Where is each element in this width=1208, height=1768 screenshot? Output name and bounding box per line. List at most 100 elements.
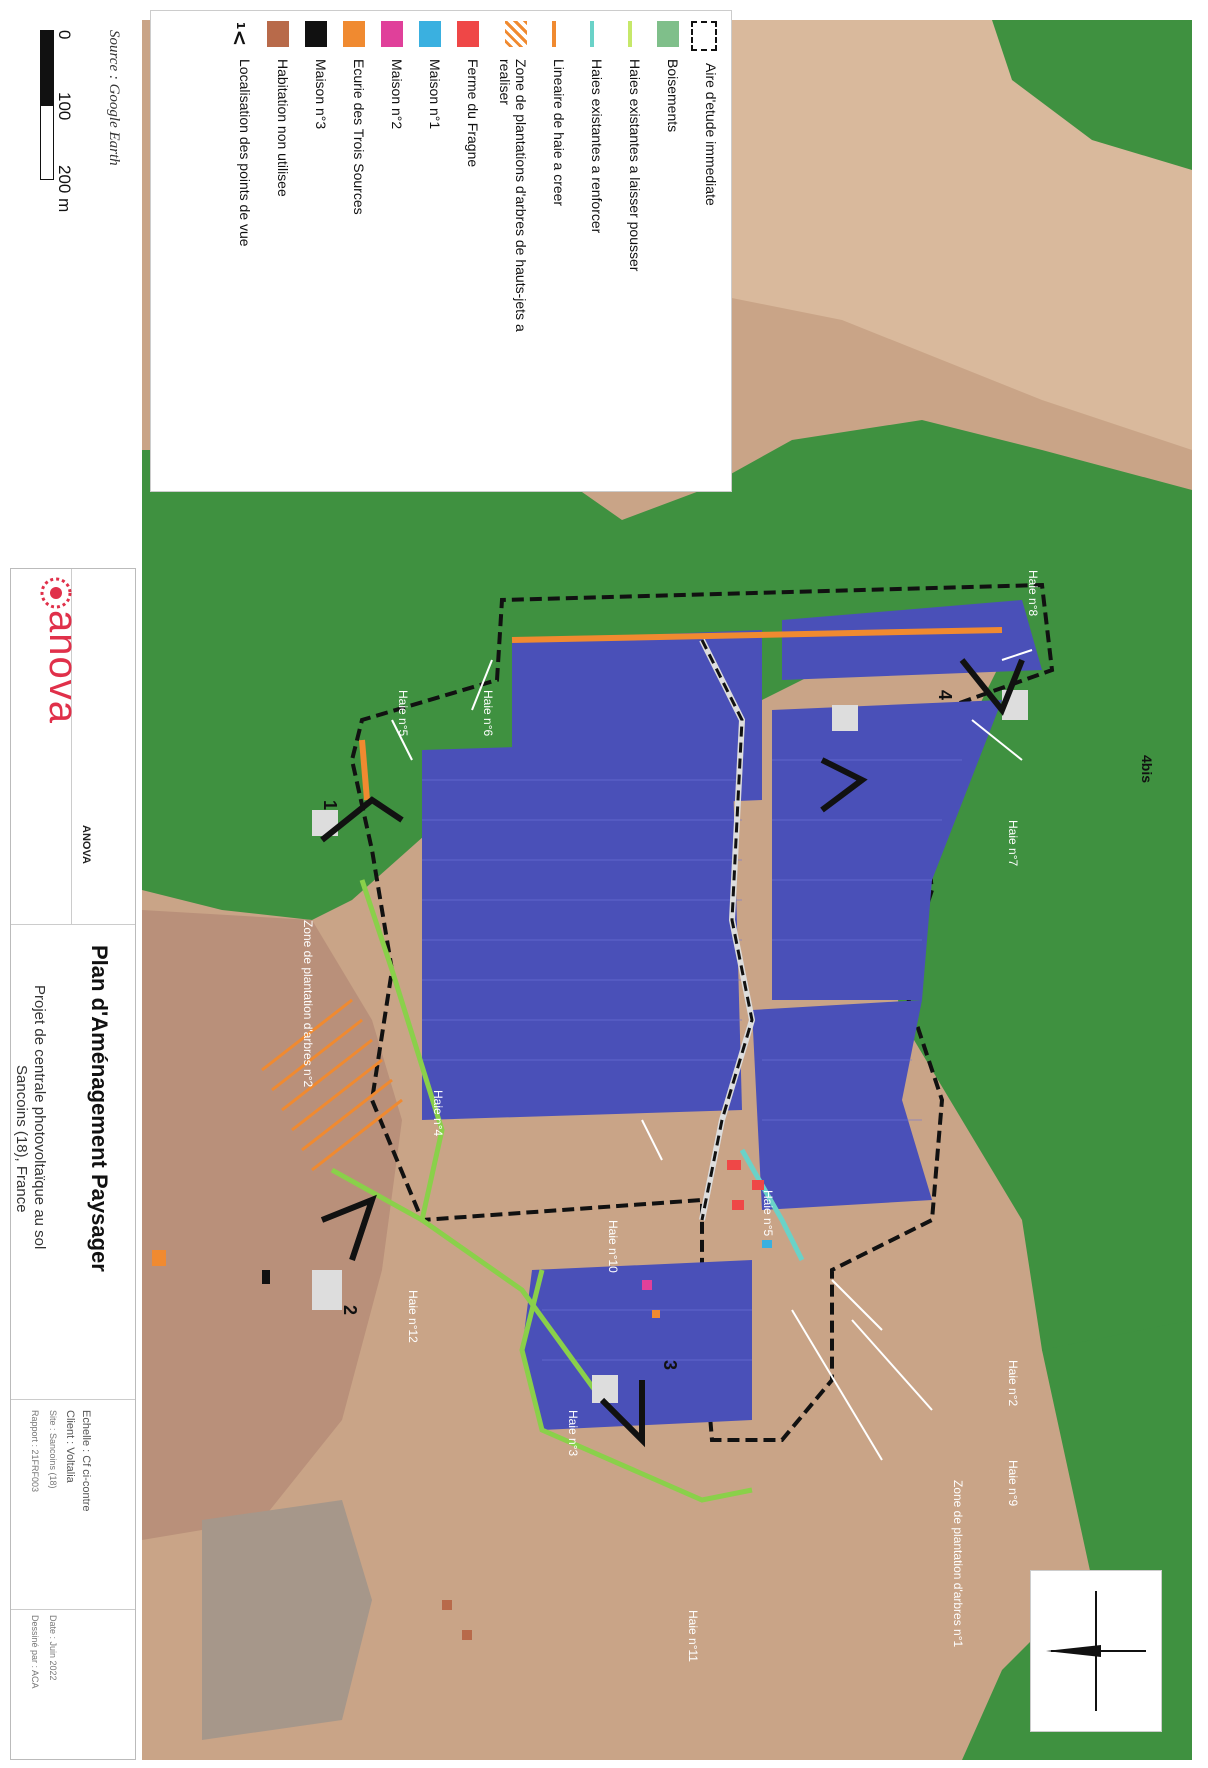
forest-area xyxy=(992,20,1192,170)
ferme-swatch xyxy=(457,21,479,47)
north-arrow xyxy=(1030,1570,1162,1732)
ecurie-trois-sources xyxy=(652,1310,660,1318)
viewpoint-arrow-icon: 1< xyxy=(228,21,252,47)
ecurie-trois-sources xyxy=(152,1250,166,1266)
legend-item: Maison n°1 xyxy=(405,21,443,481)
title-block xyxy=(10,568,136,1760)
maison-1 xyxy=(762,1240,772,1248)
viewpoint-number: 2 xyxy=(340,1305,360,1316)
scale-label: 100 xyxy=(55,92,74,121)
legend-label: Maison n°1 xyxy=(427,59,443,130)
legend-item: Haies existantes a laisser pousser xyxy=(605,21,643,481)
study-area-swatch xyxy=(691,21,717,51)
date-info: Date : Juin 2022 xyxy=(48,1615,58,1681)
hedge-let-grow xyxy=(359,879,445,1221)
habitation-swatch xyxy=(267,21,289,47)
legend-item: Maison n°3 xyxy=(291,21,329,481)
panel-rows xyxy=(422,759,962,1361)
maison-3 xyxy=(262,1270,270,1284)
legend-item: Aire d'etude immediate xyxy=(681,21,719,481)
hedge-label: Haie n°8 xyxy=(1026,570,1040,617)
viewpoint-arrow xyxy=(320,796,404,843)
drawn-by-info: Dessiné par : ACA xyxy=(30,1615,40,1689)
habitation-non-utilisee xyxy=(462,1630,472,1640)
legend-item: Zone de plantations d'arbres de hauts-je… xyxy=(481,21,529,481)
page-title: Plan d'Aménagement Paysager xyxy=(87,945,112,1272)
viewpoint-arrow xyxy=(599,1380,645,1448)
anova-logo-icon xyxy=(38,575,74,611)
legend-item: Ferme du Fragne xyxy=(443,21,481,481)
report-info: Rapport : 21FRF003 xyxy=(30,1410,40,1493)
viewpoint-number: 1 xyxy=(320,800,340,811)
solar-panel-block xyxy=(752,1000,932,1210)
field-area xyxy=(202,1500,372,1740)
maison-3-swatch xyxy=(305,21,327,47)
viewpoint-marker-box xyxy=(832,705,858,731)
legend-item: Habitation non utilisee xyxy=(253,21,291,481)
legend-label: Boisements xyxy=(665,59,681,133)
hedge-label: Haie n°5 xyxy=(761,1190,775,1237)
study-area-boundary xyxy=(349,582,1055,1442)
legend-label: Aire d'etude immediate xyxy=(703,63,719,206)
hedge-reinforce-swatch xyxy=(590,21,594,47)
legend: Aire d'etude immediate Boisements Haies … xyxy=(150,10,732,492)
company-logo: anova xyxy=(41,610,85,724)
ferme-du-fragne xyxy=(727,1160,741,1170)
legend-item: Maison n°2 xyxy=(367,21,405,481)
solar-panel-block xyxy=(422,740,742,1120)
client-info: Client : Voltalia xyxy=(64,1410,76,1483)
zone-label: Zone de plantation d'arbres n°1 xyxy=(951,1480,965,1648)
viewpoint-arrows xyxy=(320,658,1025,1448)
viewpoint-arrow xyxy=(959,658,1025,716)
ferme-du-fragne xyxy=(752,1180,764,1190)
habitation-non-utilisee xyxy=(442,1600,452,1610)
zone-label: Zone de plantation d'arbres n°2 xyxy=(301,920,315,1088)
solar-panel-block xyxy=(772,700,1002,1000)
hedge-let-grow xyxy=(330,1167,605,1402)
viewpoint-markers xyxy=(312,690,1028,1403)
scale-segment xyxy=(40,105,54,180)
viewpoint-number: 4 xyxy=(935,690,955,701)
viewpoint-marker-box xyxy=(592,1375,618,1403)
legend-label: Ecurie des Trois Sources xyxy=(351,59,367,215)
hedge-label: Haie n°10 xyxy=(606,1220,620,1273)
field-area xyxy=(642,20,1192,450)
maison-2-swatch xyxy=(381,21,403,47)
legend-label: Ferme du Fragne xyxy=(465,59,481,168)
hedge-let-grow xyxy=(519,1269,753,1503)
viewpoint-arrow xyxy=(320,1194,377,1261)
viewpoint-arrow xyxy=(820,757,868,813)
ferme-du-fragne xyxy=(732,1200,744,1210)
hedge-label: Haie n°3 xyxy=(566,1410,580,1457)
hedge-label: Haie n°6 xyxy=(481,690,495,737)
legend-label: Haies existantes a laisser pousser xyxy=(627,59,643,272)
compass-rose-icon xyxy=(1046,1591,1146,1711)
legend-label: Maison n°3 xyxy=(313,59,329,130)
hedge-label: Haie n°2 xyxy=(1006,1360,1020,1407)
solar-panels xyxy=(422,600,1042,1430)
hedge-to-create xyxy=(511,627,1003,643)
callout-lines xyxy=(391,649,1033,1461)
map-source: Source : Google Earth xyxy=(106,30,122,166)
maison-1-swatch xyxy=(419,21,441,47)
hedge-label: Haie n°9 xyxy=(1006,1460,1020,1507)
forest-swatch xyxy=(657,21,679,47)
scale-info: Echelle : Cf ci-contre xyxy=(80,1410,92,1512)
legend-label: Lineaire de haie a creer xyxy=(551,59,567,207)
legend-label: Maison n°2 xyxy=(389,59,405,130)
hedge-create-swatch xyxy=(552,21,556,47)
viewpoint-number: 4bis xyxy=(1139,755,1155,784)
maison-2 xyxy=(642,1280,652,1290)
hedge-label: Haie n°4 xyxy=(431,1090,445,1137)
legend-item: Lineaire de haie a creer xyxy=(529,21,567,481)
hedge-to-reinforce xyxy=(739,1148,805,1262)
legend-item: Ecurie des Trois Sources xyxy=(329,21,367,481)
scale-label: 0 xyxy=(55,30,74,40)
legend-item: 1< Localisation des points de vue xyxy=(215,21,253,481)
forest-area xyxy=(142,420,1192,1670)
project-location: Sancoins (18), France xyxy=(13,1065,30,1213)
legend-label: Localisation des points de vue xyxy=(237,59,253,247)
legend-label: Haies existantes a renforcer xyxy=(589,59,605,234)
solar-panel-block xyxy=(782,600,1042,680)
